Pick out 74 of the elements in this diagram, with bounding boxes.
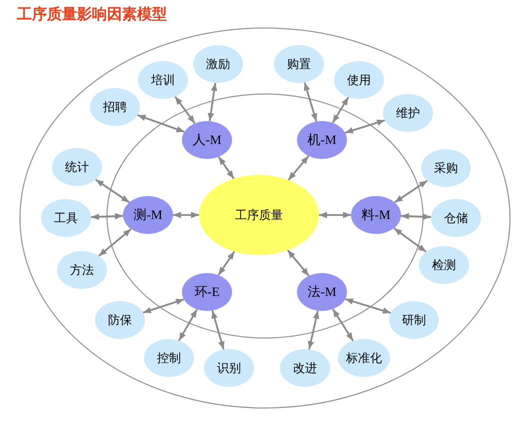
subfactor-ellipse <box>419 246 469 284</box>
connector-arrow <box>142 298 184 314</box>
subfactor-ellipse <box>421 149 471 187</box>
subfactor-ellipse <box>138 61 188 99</box>
connector-arrow <box>212 310 224 350</box>
subfactor-ellipse <box>144 339 194 377</box>
factor-ellipse <box>351 196 401 234</box>
node-label: 检测 <box>432 258 456 272</box>
node-label: 改进 <box>293 361 317 375</box>
factor-ellipse <box>297 121 347 159</box>
connector-arrow <box>218 250 236 276</box>
node-label: 机-M <box>308 133 336 147</box>
node-label: 招聘 <box>103 100 127 114</box>
subfactor-ellipse <box>90 88 140 126</box>
node-label: 测-M <box>134 208 162 222</box>
factor-ellipse <box>297 273 347 311</box>
node-label: 工具 <box>54 211 78 225</box>
connector-arrow <box>308 310 320 350</box>
connector-arrow <box>178 308 198 342</box>
connector-arrow <box>393 227 427 253</box>
node-label: 使用 <box>347 73 371 87</box>
node-label: 识别 <box>217 361 241 375</box>
subfactor-ellipse <box>383 94 433 132</box>
factor-ellipse <box>182 121 232 159</box>
node-label: 培训 <box>151 73 175 87</box>
node-label: 人-M <box>192 133 222 147</box>
subfactor-ellipse <box>193 45 243 83</box>
subfactor-ellipse <box>204 349 254 387</box>
diagram-title: 工序质量影响因素模型 <box>17 5 167 23</box>
connector-arrow <box>173 212 199 218</box>
subfactor-ellipse <box>389 301 439 339</box>
connector-arrow <box>304 82 318 122</box>
node-label: 标准化 <box>346 351 382 365</box>
subfactor-ellipse <box>95 301 145 339</box>
connector-arrow <box>95 178 130 204</box>
connector-arrow <box>174 96 196 124</box>
node-label: 维护 <box>396 106 420 120</box>
connector-arrow <box>344 298 392 314</box>
connector-arrow <box>208 82 218 122</box>
node-label: 激励 <box>206 57 230 71</box>
node-label: 环-E <box>194 285 220 299</box>
subfactor-ellipse <box>280 349 330 387</box>
connector-arrow <box>288 155 310 181</box>
node-label: 料-M <box>362 208 390 222</box>
connector-arrow <box>137 114 185 133</box>
subfactor-ellipse <box>57 251 107 289</box>
node-label: 方法 <box>70 263 94 277</box>
node-label: 仓储 <box>444 211 468 225</box>
node-label: 法-M <box>308 285 336 299</box>
factor-ellipse <box>123 196 173 234</box>
connector-arrow <box>218 156 235 180</box>
connector-arrow <box>98 228 132 257</box>
subfactor-ellipse <box>431 199 481 237</box>
subfactor-ellipse <box>334 61 384 99</box>
connector-arrow <box>332 308 354 342</box>
connector-arrow <box>400 213 432 220</box>
connector-arrow <box>394 180 428 204</box>
node-label: 统计 <box>65 160 89 174</box>
node-label: 购置 <box>287 57 311 71</box>
subfactor-ellipse <box>52 148 102 186</box>
node-label: 工序质量 <box>235 208 283 222</box>
node-label: 研制 <box>402 313 426 327</box>
connector-arrow <box>287 250 310 276</box>
subfactor-ellipse <box>41 199 91 237</box>
connector-arrow <box>90 213 124 220</box>
subfactor-ellipse <box>338 339 390 377</box>
factor-ellipse <box>182 273 232 311</box>
connector-arrow <box>344 119 386 134</box>
connector-arrow <box>332 96 350 124</box>
connector-arrow <box>319 212 351 218</box>
node-label: 采购 <box>434 161 458 175</box>
node-label: 控制 <box>157 351 181 365</box>
subfactor-ellipse <box>274 45 324 83</box>
node-label: 防保 <box>108 313 132 327</box>
